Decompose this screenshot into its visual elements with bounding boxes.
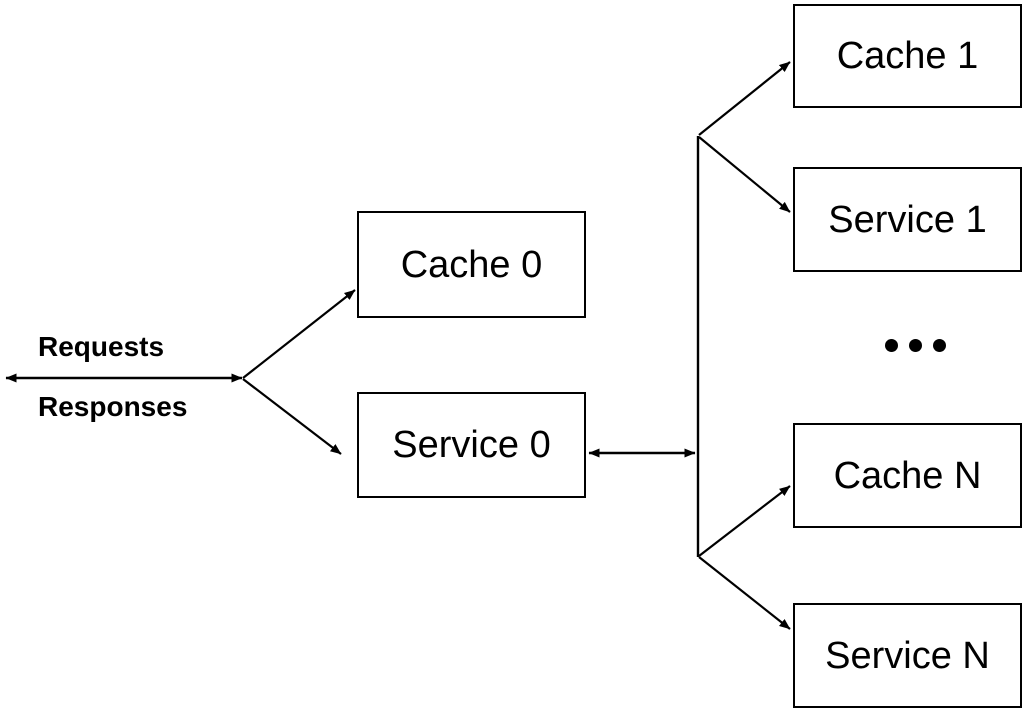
edge-label-requests: Requests [38,331,165,362]
edge-trunk-to-serviceN [698,556,791,630]
node-service-0-label: Service 0 [392,424,551,466]
edge-trunk-to-service1 [698,136,791,213]
ellipsis-icon [885,339,946,352]
ellipsis-dot [885,339,898,352]
node-cache-n-label: Cache N [833,454,982,497]
node-service-n-label: Service N [825,634,990,677]
node-service-0[interactable]: Service 0 [357,392,586,498]
ellipsis-dot [909,339,922,352]
node-cache-n[interactable]: Cache N [793,423,1022,528]
edge-label-responses: Responses [38,391,188,422]
edge-left-branch-to-service0 [242,378,342,455]
ellipsis-dot [933,339,946,352]
edge-trunk-to-cacheN [698,485,791,557]
node-cache-0-label: Cache 0 [400,243,543,286]
node-cache-1-label: Cache 1 [836,35,979,77]
edge-left-branch-to-cache0 [242,289,356,379]
node-cache-1[interactable]: Cache 1 [793,4,1022,108]
edge-trunk-to-cache1 [698,61,791,136]
node-cache-0[interactable]: Cache 0 [357,211,586,318]
node-service-n[interactable]: Service N [793,603,1022,708]
node-service-1-label: Service 1 [828,198,987,241]
node-service-1[interactable]: Service 1 [793,167,1022,272]
